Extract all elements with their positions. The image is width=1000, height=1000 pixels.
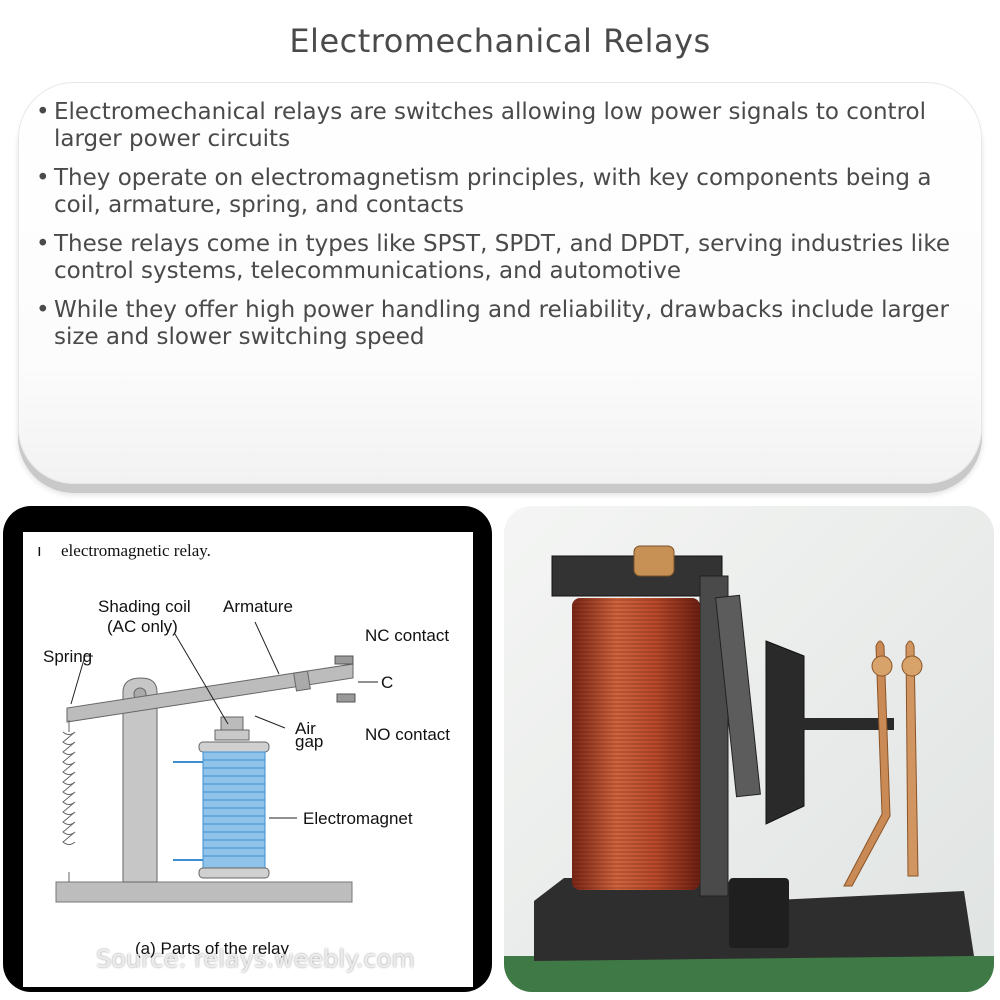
shading-ring [214,729,250,741]
push-rod [794,718,894,730]
contact-point-2 [901,655,923,677]
diagram-heading: electromagnetic relay. [61,541,211,560]
label-spring: Spring [43,647,92,666]
label-c: C [381,673,393,692]
label-air: Air [295,719,316,738]
core-top [220,716,244,732]
transistor-component [729,878,789,948]
label-nc-contact: NC contact [365,626,449,645]
bullet-item: Electromechanical relays are switches al… [34,99,954,153]
armature-clamp [293,670,311,692]
diagram-caption: (a) Parts of the relay [135,939,290,958]
label-no-contact: NO contact [365,725,450,744]
spring-coil [62,720,76,882]
contact-point-1 [871,655,893,677]
armature-plate [715,594,761,798]
coil-winding-texture [572,598,700,890]
bullet-list: Electromechanical relays are switches al… [34,99,954,363]
label-armature: Armature [223,597,293,616]
leader-lines [70,621,378,819]
no-contact-tip [336,693,356,703]
label-gap: gap [295,732,323,751]
contact-spring-1 [843,640,891,887]
nc-contact-tip [334,655,354,665]
label-electromagnet: Electromagnet [303,809,413,828]
relay-diagram-panel: ı electromagnetic relay. [3,506,492,992]
coil-flange-top [198,741,270,753]
electromagnet-coil [202,751,266,869]
coil-flange-bottom [198,867,270,879]
pcb-board [504,956,994,992]
bullet-item: While they offer high power handling and… [34,297,954,351]
bullet-item: These relays come in types like SPST, SP… [34,231,954,285]
pivot-post [122,677,158,883]
source-credit: Source: relays.weebly.com [96,945,415,973]
page-title: Electromechanical Relays [289,22,711,60]
heading-prefix: ı [37,541,42,560]
contact-spring-2 [905,640,919,877]
relay-photo [504,506,994,992]
label-ac-only: (AC only) [107,617,178,636]
actuator-card [765,640,805,825]
relay-base [55,881,353,903]
terminal-tab [633,545,675,577]
coil-windings [203,759,265,857]
relay-diagram: ı electromagnetic relay. [37,541,450,958]
diagram-canvas: ı electromagnetic relay. [23,532,473,987]
bullet-item: They operate on electromagnetism princip… [34,165,954,219]
relay-photo-panel [504,506,994,992]
label-shading-coil: Shading coil [98,597,191,616]
